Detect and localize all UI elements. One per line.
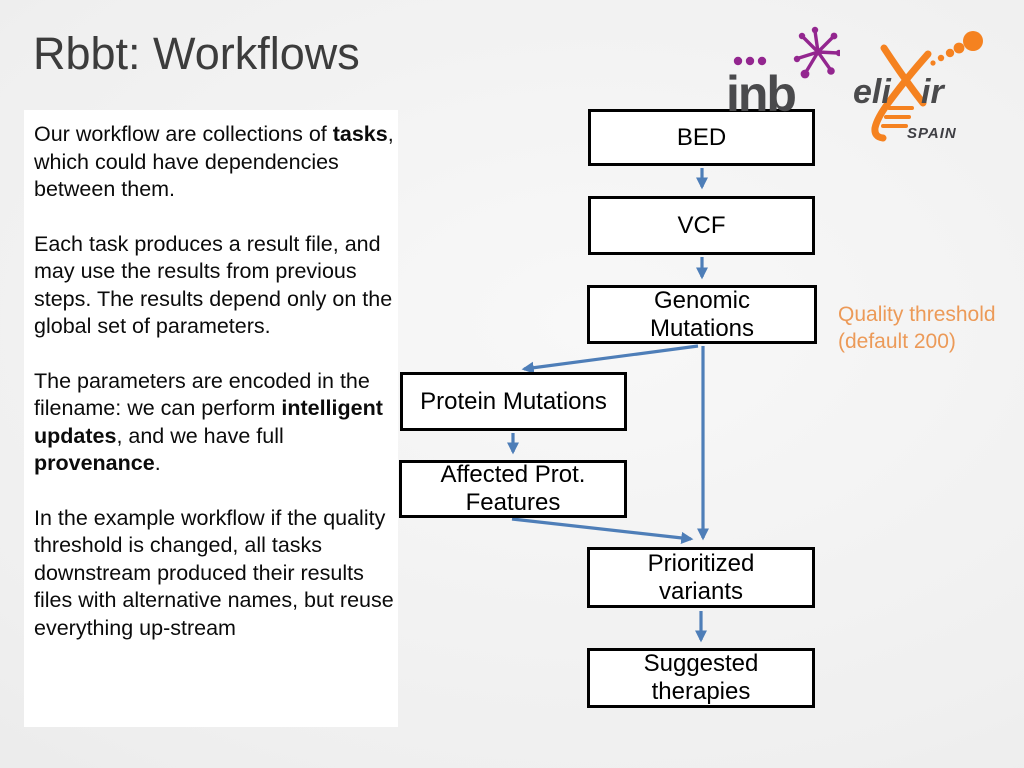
p3-bold-intelligent-updates: intelligent updates [34,396,383,448]
elixir-logo-graphic: eli ir SPAIN [853,31,983,142]
inb-star-icon [797,29,840,74]
flow-node-genomic-label-line2: Mutations [649,314,755,342]
annotation-line2: (default 200) [838,330,956,353]
flow-node-vcf-label: VCF [677,211,726,239]
p1-text-end: , which could have dependencies between … [34,122,394,201]
paragraph-1: Our workflow are collections of tasks, w… [34,121,394,204]
annotation-line1: Quality threshold [838,303,996,326]
text-panel: Our workflow are collections of tasks, w… [24,110,398,727]
flow-node-prioritized-label-line2: variants [658,577,744,605]
elixir-text-left: eli [853,73,892,111]
flow-node-genomic-mutations: Genomic Mutations [587,285,817,344]
p1-bold-tasks: tasks [332,122,388,146]
quality-threshold-annotation: Quality threshold (default 200) [838,301,996,355]
slide-title: Rbbt: Workflows [33,28,360,79]
inb-dots-icon [733,56,767,66]
flow-node-suggested-label-line1: Suggested [643,650,759,677]
arrow-affected-to-prioritized [511,517,694,544]
flow-node-bed-label: BED [676,123,727,151]
flow-node-prioritized-label-line1: Prioritized [647,549,755,577]
flow-node-vcf: VCF [588,196,815,255]
elixir-text-right: ir [921,73,945,111]
inb-logo: inb [720,22,843,122]
p1-text: Our workflow are collections of [34,122,333,146]
p3-text: The parameters are encoded in the filena… [34,368,370,421]
paragraph-2: Each task produces a result file, and ma… [34,231,393,339]
elixir-dna-icon [871,44,932,142]
flow-node-protein-label: Protein Mutations [420,387,607,415]
flow-node-affected-prot-features: Affected Prot. Features [399,460,627,518]
inb-logo-graphic: inb [726,26,843,122]
flow-node-affected-label-line2: Features [465,489,561,516]
inb-logo-text: inb [726,66,795,117]
flow-node-prioritized-variants: Prioritized variants [587,547,815,608]
flow-node-bed: BED [588,109,815,166]
flow-node-suggested-therapies: Suggested therapies [587,648,815,708]
elixir-spain-logo: eli ir SPAIN [845,22,1015,144]
paragraph-4: In the example workflow if the quality t… [34,505,394,640]
arrow-genomic-to-protein [521,344,699,374]
elixir-dots-icon [930,31,983,66]
p3-text-mid: , and we have full [116,423,284,448]
p3-text-end: . [154,451,161,475]
flow-node-genomic-label-line1: Genomic [653,286,751,314]
flow-node-affected-label-line1: Affected Prot. [440,461,586,488]
flow-node-protein-mutations: Protein Mutations [400,372,627,431]
p3-bold-provenance: provenance [34,451,155,475]
paragraph-3: The parameters are encoded in the filena… [34,368,394,478]
flow-node-suggested-label-line2: therapies [651,678,751,705]
elixir-spain-text: SPAIN [907,125,957,142]
